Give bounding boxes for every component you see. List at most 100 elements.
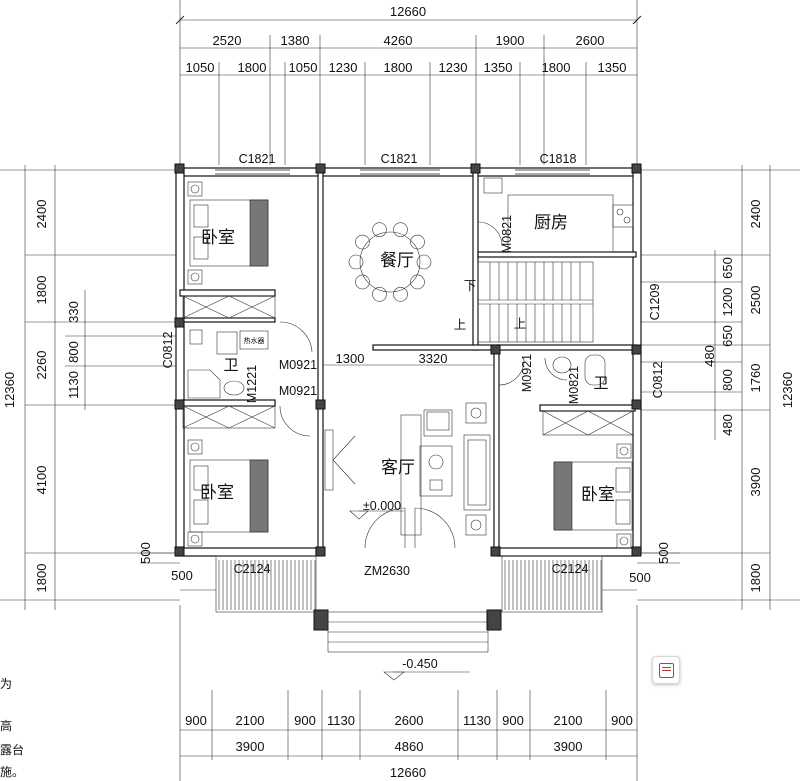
dim-right-5: 1800 xyxy=(748,564,763,593)
dim-bottom-2: 2100 xyxy=(236,713,265,728)
dining-chair xyxy=(348,254,364,270)
dim-left-in-3: 1130 xyxy=(66,371,81,399)
dim-overall-top: 12660 xyxy=(390,4,426,19)
dim-bottom-5: 2600 xyxy=(395,713,424,728)
label-door-m0921-c: M0921 xyxy=(520,354,534,392)
furniture: 热水器 xyxy=(182,181,634,549)
dim-bottom2-3: 3900 xyxy=(554,739,583,754)
dim-top2-2: 1800 xyxy=(238,60,267,75)
dim-overall-left: 12360 xyxy=(2,372,17,408)
label-window-c2124-left: C2124 xyxy=(234,562,271,576)
label-door-m1221: M1221 xyxy=(245,365,259,403)
side-note-3: 露台 xyxy=(0,742,24,757)
dim-top-3: 4260 xyxy=(384,33,413,48)
side-note-2: 高 xyxy=(0,718,12,733)
gallery-view-button[interactable] xyxy=(652,656,680,684)
dim-bottom-4: 1130 xyxy=(327,713,355,728)
top-dimensions: 12660 2520 1380 4260 1900 2600 1050 1800… xyxy=(175,0,642,165)
dim-bottom2-2: 4860 xyxy=(395,739,424,754)
water-heater-label: 热水器 xyxy=(244,336,265,345)
dim-right-in-6: 480 xyxy=(720,414,735,436)
dim-bottom-1: 900 xyxy=(185,713,207,728)
dim-left-4: 4100 xyxy=(34,466,49,495)
dim-right-in-5: 800 xyxy=(720,369,735,391)
dim-500-left-vert: 500 xyxy=(138,542,153,564)
label-door-m0921-a: M0921 xyxy=(279,358,317,372)
dim-bottom-6: 1130 xyxy=(463,713,491,728)
label-window-c1818: C1818 xyxy=(540,152,577,166)
room-kitchen: 厨房 xyxy=(534,213,568,233)
label-window-c0812-left: C0812 xyxy=(161,332,175,369)
dining-chair xyxy=(416,254,432,270)
label-window-c1821-b: C1821 xyxy=(381,152,418,166)
room-dining: 餐厅 xyxy=(380,251,414,271)
balconies xyxy=(215,510,603,681)
label-window-c0812-right: C0812 xyxy=(651,362,665,399)
dining-chair xyxy=(372,287,387,302)
dim-bottom-3: 900 xyxy=(294,713,316,728)
dim-balcony-left: 500 xyxy=(171,568,193,583)
label-window-c1209: C1209 xyxy=(648,284,662,321)
dim-top2-7: 1350 xyxy=(484,60,513,75)
label-door-m0921-b: M0921 xyxy=(279,384,317,398)
label-stair-down: 下 xyxy=(464,279,477,293)
columns xyxy=(174,163,642,631)
dim-top2-5: 1800 xyxy=(384,60,413,75)
dim-bottom-8: 2100 xyxy=(554,713,583,728)
dim-top-5: 2600 xyxy=(576,33,605,48)
left-dimensions: 12360 2400 1800 2260 4100 1800 330 800 1… xyxy=(0,165,180,610)
label-stair-up: 上 xyxy=(454,318,467,332)
room-toilet-left: 卫 xyxy=(223,356,238,374)
dim-top2-8: 1800 xyxy=(542,60,571,75)
dim-overall-right: 12360 xyxy=(780,372,795,408)
dim-top2-3: 1050 xyxy=(289,60,318,75)
dim-top2-6: 1230 xyxy=(439,60,468,75)
dim-top-4: 1900 xyxy=(496,33,525,48)
dim-right-3: 1760 xyxy=(748,364,763,393)
dim-bottom-9: 900 xyxy=(611,713,633,728)
dining-chair xyxy=(410,274,425,290)
label-door-zm2630: ZM2630 xyxy=(364,564,410,578)
gallery-view-icon xyxy=(658,662,674,678)
dim-right-4: 3900 xyxy=(748,468,763,497)
side-note-1: 为 xyxy=(0,677,12,691)
dim-500-right-vert: 500 xyxy=(656,542,671,564)
label-floor-level: ±0.000 xyxy=(363,499,401,513)
bottom-dimensions: 900 2100 900 1130 2600 1130 900 2100 900… xyxy=(179,605,638,781)
dim-left-5: 1800 xyxy=(34,564,49,593)
label-window-c2124-right: C2124 xyxy=(552,562,589,576)
dim-top2-9: 1350 xyxy=(598,60,627,75)
right-dimensions: 2400 2500 1760 3900 1800 12360 650 1200 … xyxy=(637,165,800,610)
dim-right-in-1: 650 xyxy=(720,257,735,279)
label-outdoor-level: -0.450 xyxy=(402,657,437,671)
dim-right-1: 2400 xyxy=(748,200,763,229)
dining-chair xyxy=(410,234,425,250)
dim-left-2: 1800 xyxy=(34,276,49,305)
dim-balcony-right: 500 xyxy=(629,570,651,585)
dining-chair xyxy=(372,222,387,237)
room-bedroom-bottom-right: 卧室 xyxy=(581,485,615,505)
dining-chair xyxy=(355,234,370,250)
room-bedroom-top-left: 卧室 xyxy=(201,228,235,248)
dim-top2-1: 1050 xyxy=(186,60,215,75)
dim-bottom-7: 900 xyxy=(502,713,524,728)
room-living: 客厅 xyxy=(381,458,415,478)
dim-top2-4: 1230 xyxy=(329,60,358,75)
dim-top-2: 1380 xyxy=(281,33,310,48)
dim-right-in-4: 480 xyxy=(702,345,717,367)
dim-inner-2: 3320 xyxy=(419,351,448,366)
dim-left-in-1: 330 xyxy=(66,301,81,323)
dim-top-1: 2520 xyxy=(213,33,242,48)
dining-chair xyxy=(393,222,408,237)
room-toilet-right: 卫 xyxy=(593,374,608,392)
label-door-m0821-kitchen: M0821 xyxy=(500,215,514,253)
stairs xyxy=(477,261,594,343)
dim-right-in-3: 650 xyxy=(720,325,735,347)
label-window-c1821-a: C1821 xyxy=(239,152,276,166)
dining-chair xyxy=(355,274,370,290)
dim-right-2: 2500 xyxy=(748,286,763,315)
side-note-4: 施。 xyxy=(0,765,24,779)
dim-bottom2-1: 3900 xyxy=(236,739,265,754)
dim-right-in-2: 1200 xyxy=(720,288,735,317)
